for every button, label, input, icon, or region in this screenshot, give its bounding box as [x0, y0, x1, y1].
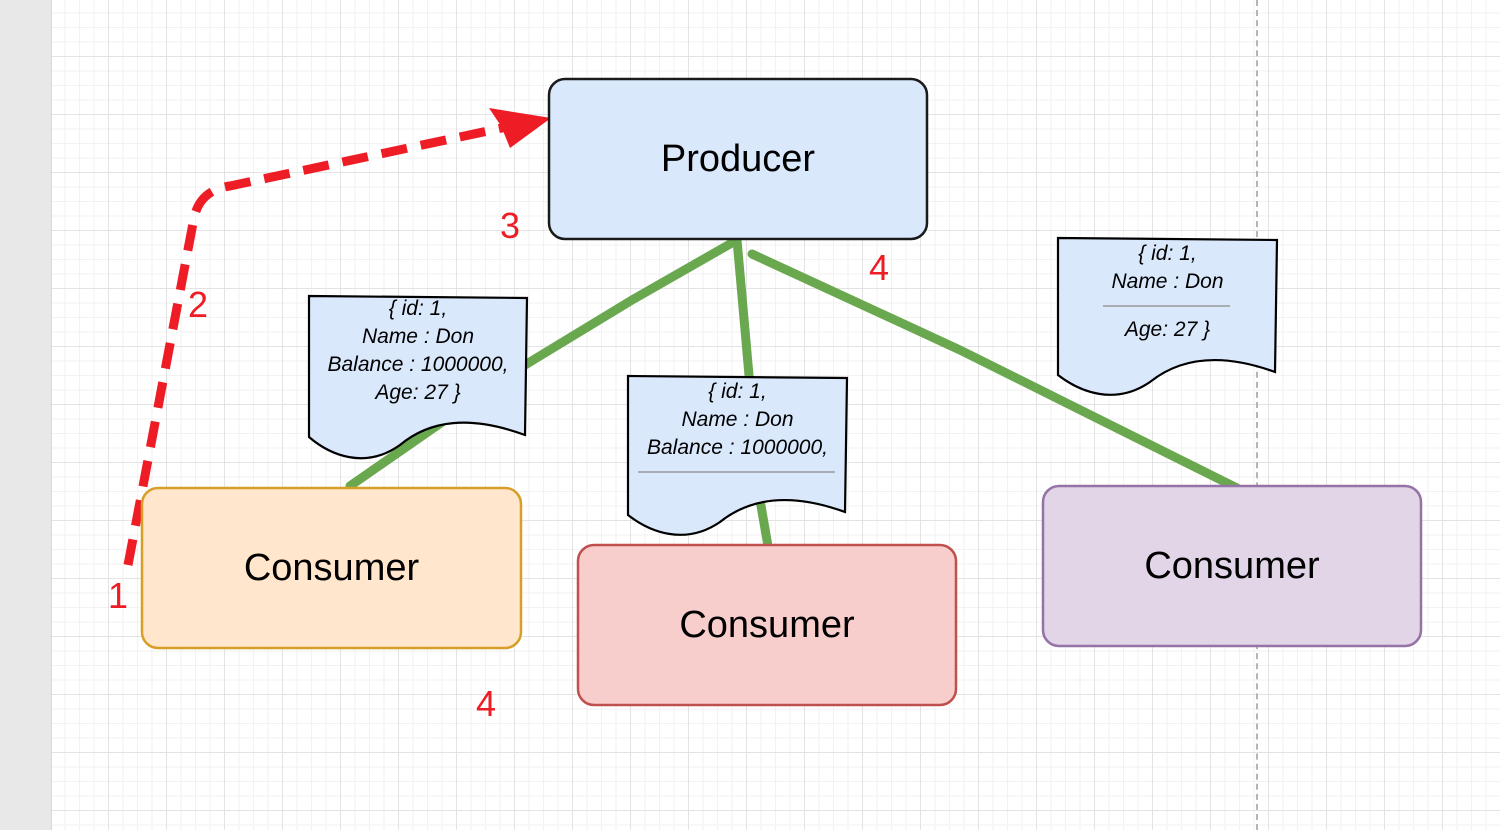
left-panel — [0, 0, 52, 830]
document-3-line-2: Name : Don — [1111, 270, 1224, 293]
step-number-2: 2 — [188, 284, 209, 325]
document-1-line-3: Balance : 1000000, — [327, 353, 509, 376]
document-text-2: { id: 1, Name : Don Balance : 1000000, — [628, 378, 847, 462]
consumer-node-1[interactable] — [140, 486, 523, 650]
producer-label: Producer — [660, 137, 816, 180]
document-2-line-2: Name : Don — [681, 408, 794, 431]
document-1-line-4: Age: 27 } — [375, 381, 461, 404]
page-break-line — [1256, 0, 1258, 830]
document-3-line-1: { id: 1, — [1138, 242, 1197, 265]
consumer-node-2[interactable] — [576, 543, 958, 707]
document-shape-2[interactable] — [626, 374, 849, 536]
flow-arrow-path[interactable] — [123, 120, 517, 566]
document-2-line-1: { id: 1, — [708, 380, 767, 403]
document-text-1: { id: 1, Name : Don Balance : 1000000, A… — [309, 295, 527, 407]
consumer-label-3: Consumer — [1144, 544, 1320, 587]
document-1-line-2: Name : Don — [361, 325, 475, 348]
step-number-3: 3 — [500, 205, 521, 246]
document-text-3: { id: 1, Name : Don Age: 27 } — [1058, 240, 1277, 344]
document-shape-1[interactable] — [307, 294, 529, 460]
consumer-node-3[interactable] — [1041, 484, 1423, 648]
document-2-line-3: Balance : 1000000, — [647, 436, 828, 459]
flow-arrow-head — [489, 108, 551, 148]
document-shape-3[interactable] — [1056, 236, 1279, 396]
document-1-line-1: { id: 1, — [388, 297, 448, 320]
flow-arrow — [123, 108, 551, 566]
consumer-label-1: Consumer — [243, 546, 420, 589]
step-number-1: 1 — [108, 575, 129, 616]
consumer-label-2: Consumer — [679, 603, 855, 646]
connector-producer-consumer-3[interactable] — [747, 249, 1242, 493]
producer-node[interactable] — [547, 77, 929, 241]
step-number-4-bottom: 4 — [476, 683, 497, 724]
step-number-4-top: 4 — [869, 247, 890, 288]
document-3-line-3: Age: 27 } — [1124, 318, 1211, 341]
